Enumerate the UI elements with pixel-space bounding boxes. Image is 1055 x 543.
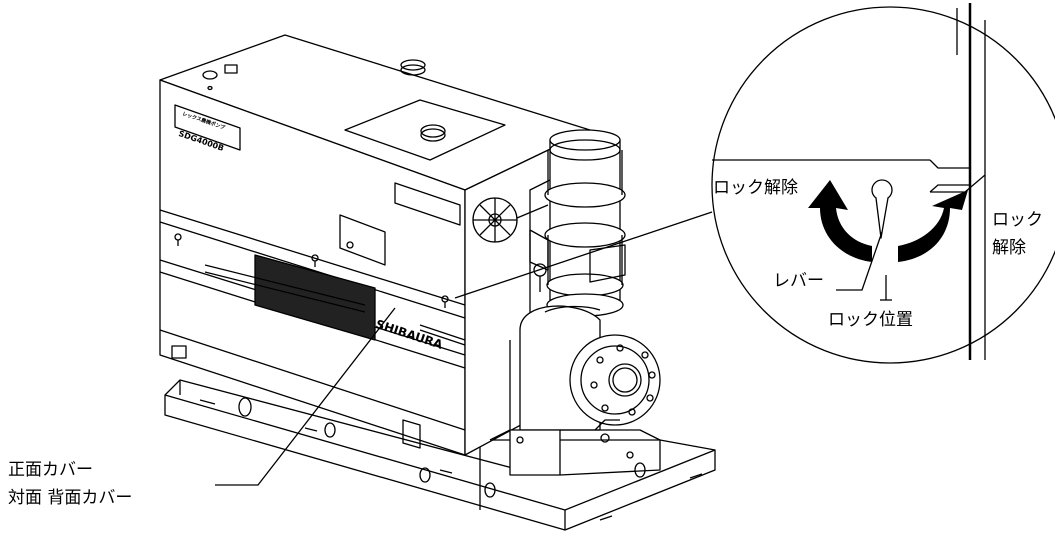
unlock-left-label: ロック解除 xyxy=(713,178,798,198)
right-unlock-arrow xyxy=(898,190,968,262)
pump-body xyxy=(489,305,661,476)
rear-cover-label: 対面 背面カバー xyxy=(8,488,133,508)
detail-magnifier xyxy=(711,3,1055,364)
callout-lines xyxy=(215,211,713,486)
lock-position-label: ロック位置 xyxy=(828,310,913,330)
lever-label: レバー xyxy=(773,271,824,291)
unlock-right-label-line2: 解除 xyxy=(992,238,1026,258)
unlock-right-label-line1: ロック xyxy=(992,210,1043,230)
left-unlock-arrow xyxy=(808,180,872,262)
front-cover-label: 正面カバー xyxy=(8,460,93,480)
unlock-arrows xyxy=(808,180,968,262)
